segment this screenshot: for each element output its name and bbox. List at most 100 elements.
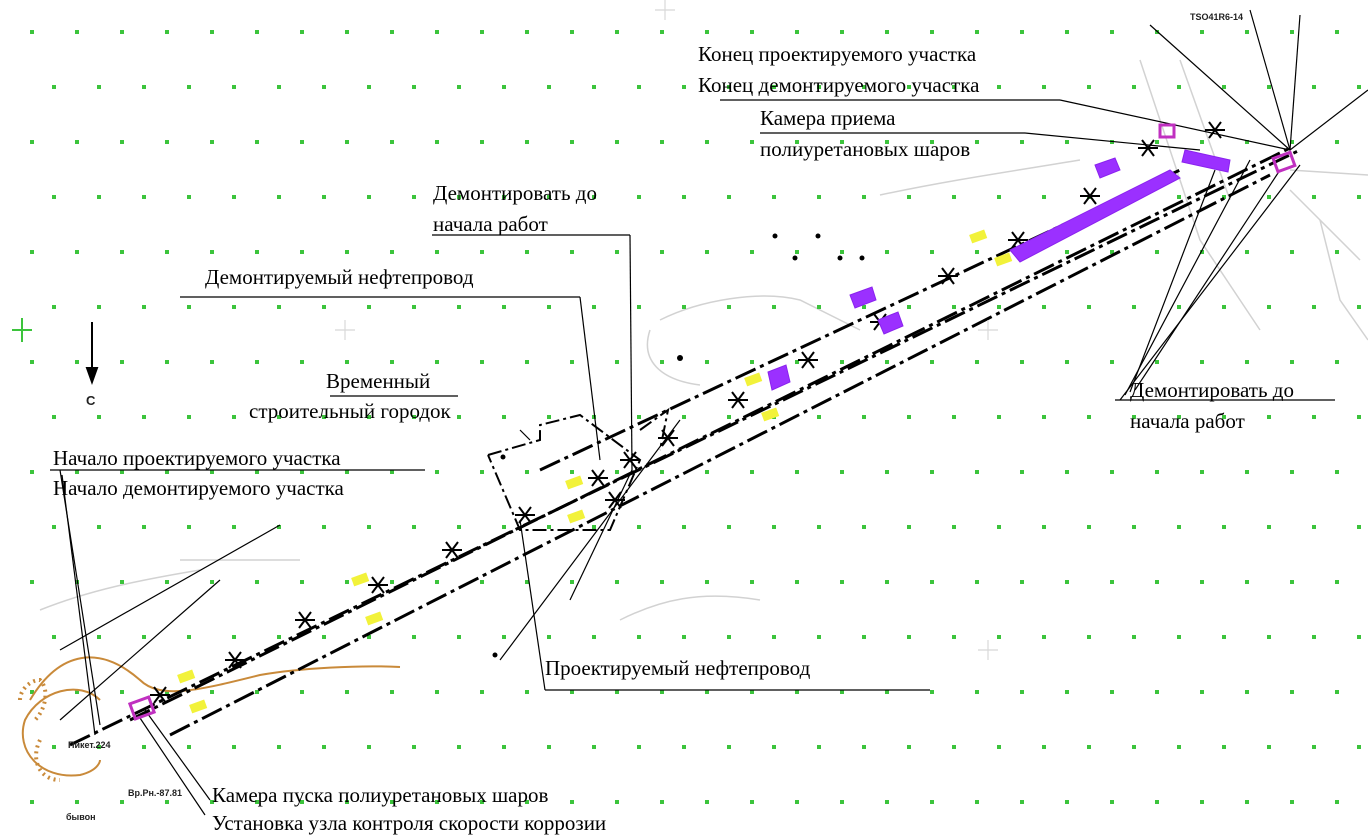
grid-dot: [210, 30, 214, 34]
grid-dot: [997, 415, 1001, 419]
grid-dot: [1155, 250, 1159, 254]
valve-marker: [368, 576, 388, 594]
grid-dot: [615, 250, 619, 254]
grid-dot: [480, 690, 484, 694]
valve-marker: [588, 469, 608, 487]
grid-dot: [435, 800, 439, 804]
valve-marker: [938, 267, 958, 285]
grid-dot: [1357, 525, 1361, 529]
grid-dot: [772, 85, 776, 89]
grid-dot: [682, 525, 686, 529]
grid-dot: [1177, 635, 1181, 639]
grid-dot: [975, 690, 979, 694]
grid-dot: [705, 690, 709, 694]
grid-dot: [75, 30, 79, 34]
grid-dot: [277, 635, 281, 639]
grid-dot: [75, 800, 79, 804]
grid-dot: [120, 580, 124, 584]
grid-dot: [1155, 140, 1159, 144]
grid-dot: [1312, 525, 1316, 529]
grid-dot: [682, 745, 686, 749]
grid-dot: [930, 690, 934, 694]
grid-dot: [1042, 415, 1046, 419]
grid-dot: [1132, 415, 1136, 419]
grid-dot: [300, 690, 304, 694]
grid-dot: [1335, 690, 1339, 694]
grid-dot: [525, 470, 529, 474]
grid-dot: [232, 635, 236, 639]
grid-dot: [1290, 30, 1294, 34]
warning-marker: [365, 611, 384, 626]
valve-marker: [605, 491, 625, 509]
grid-dot: [187, 85, 191, 89]
valve-marker: [1080, 187, 1100, 205]
grid-dot: [525, 250, 529, 254]
grid-dot: [30, 250, 34, 254]
grid-dot: [907, 745, 911, 749]
grid-dot: [277, 305, 281, 309]
grid-dot: [750, 140, 754, 144]
grid-dot: [1177, 305, 1181, 309]
warning-marker: [969, 229, 988, 244]
grid-dot: [795, 690, 799, 694]
dismantled-pipeline-label: Демонтируемый нефтепровод: [205, 265, 474, 289]
grid-dot: [1222, 745, 1226, 749]
grid-dot: [547, 305, 551, 309]
grid-dot: [210, 250, 214, 254]
grid-dot: [570, 250, 574, 254]
grid-dot: [255, 470, 259, 474]
grid-dot: [457, 745, 461, 749]
grid-dot: [480, 30, 484, 34]
grid-dot: [142, 85, 146, 89]
grid-dot: [165, 250, 169, 254]
grid-dot: [255, 580, 259, 584]
grid-dot: [997, 525, 1001, 529]
grid-dot: [457, 525, 461, 529]
grid-dot: [615, 30, 619, 34]
grid-dot: [322, 635, 326, 639]
top-right-mark: TSO41R6-14: [1190, 12, 1244, 22]
grid-dot: [412, 85, 416, 89]
grid-dot: [525, 580, 529, 584]
grid-dot: [840, 30, 844, 34]
grid-dot: [795, 580, 799, 584]
valve-markers: [150, 121, 1225, 704]
grid-dot: [1065, 30, 1069, 34]
grid-dot: [637, 305, 641, 309]
receiver-chamber-label-2: полиуретановых шаров: [760, 137, 971, 161]
grid-dot: [1200, 800, 1204, 804]
grid-dot: [817, 85, 821, 89]
grid-dot: [232, 195, 236, 199]
grid-dot: [840, 800, 844, 804]
grid-dot: [367, 415, 371, 419]
grid-dot: [952, 415, 956, 419]
grid-dot: [592, 525, 596, 529]
grid-dot: [390, 360, 394, 364]
grid-dot: [1222, 415, 1226, 419]
valve-marker: [620, 451, 640, 469]
grid-dot: [862, 415, 866, 419]
start-dismantle-label: Начало демонтируемого участка: [53, 476, 344, 500]
grid-dot: [1267, 415, 1271, 419]
grid-dot: [547, 635, 551, 639]
grid-dot: [165, 470, 169, 474]
grid-dot: [1245, 800, 1249, 804]
grid-dot: [885, 30, 889, 34]
grid-dot: [862, 525, 866, 529]
grid-dot: [345, 470, 349, 474]
dismantled-pipeline-line: [69, 148, 1301, 747]
grid-dot: [817, 635, 821, 639]
grid-dot: [367, 305, 371, 309]
grid-dot: [52, 525, 56, 529]
grid-dot: [750, 580, 754, 584]
grid-dot: [727, 195, 731, 199]
grid-dot: [457, 305, 461, 309]
north-letter: С: [86, 393, 96, 408]
grid-dot: [862, 85, 866, 89]
grid-dot: [862, 635, 866, 639]
grid-dot: [547, 525, 551, 529]
grid-dot: [930, 30, 934, 34]
warning-marker: [177, 669, 196, 684]
grid-dot: [795, 470, 799, 474]
grid-dot: [547, 415, 551, 419]
